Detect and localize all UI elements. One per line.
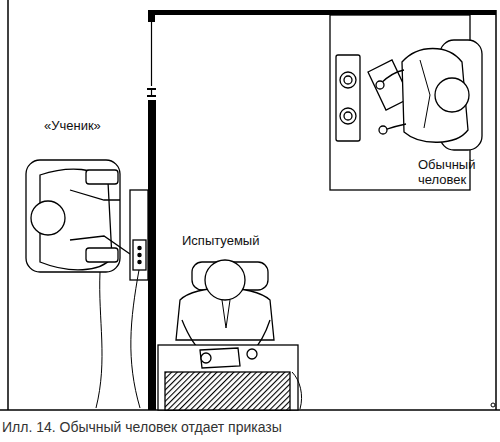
wire [96,272,102,408]
desk [158,345,298,410]
shock-generator [336,55,360,141]
strap [86,170,118,184]
ordinary-man-area [330,15,482,190]
answer-box [130,190,148,280]
answer-panel [133,240,146,270]
arm [70,190,120,200]
tie-line [420,60,430,128]
panel-button [138,253,141,256]
corner-mark [491,403,495,407]
hand [379,126,387,134]
subject-area [158,260,302,410]
panel-button [138,260,141,263]
arm [380,70,404,84]
hand [376,81,384,89]
hand [201,353,211,363]
chair [26,160,120,272]
body [402,49,468,143]
partition-wall [148,100,156,410]
head [435,78,469,112]
hand [247,349,257,359]
figure-caption: Илл. 14. Обычный человек отдает приказы [2,419,282,436]
panel-button [138,246,141,249]
generator-dial [340,72,356,88]
figure-label: «Ученик» [44,118,124,133]
wire [292,372,302,409]
wire [131,270,140,408]
tie [222,300,230,328]
figure-label: Испытуемый [182,233,282,248]
top-wall [148,10,496,15]
generator-dial [344,112,352,120]
paper-sheet [200,348,240,368]
strap [86,248,118,262]
head [31,201,65,235]
wall-line [495,10,497,410]
figure-label: Обычный человек [418,157,480,187]
learner-area [26,160,148,408]
door-mark [151,88,152,97]
walls [0,0,500,410]
arm [70,236,130,254]
head [205,260,245,300]
shock-console [165,372,290,410]
wall-line [7,0,9,410]
partition-stub [148,10,155,22]
generator-dial [344,76,352,84]
partition-line [151,22,152,86]
generator-dial [340,108,356,124]
